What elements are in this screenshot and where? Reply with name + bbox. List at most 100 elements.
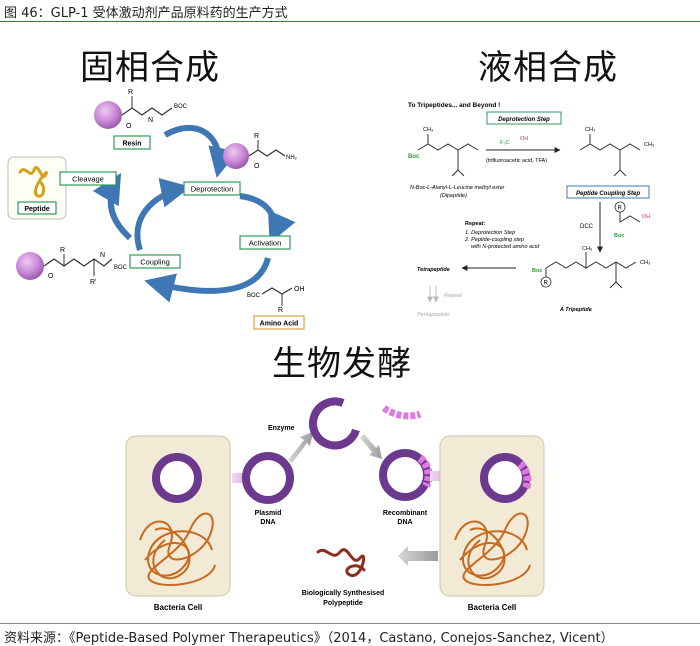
repeat-step-1: 1. Deprotection Step <box>465 230 515 236</box>
title-divider <box>0 21 700 22</box>
amino-r: R <box>278 307 283 314</box>
dipeptide-name: N-Boc-L-Alanyl-L-Leucine methyl ester <box>410 185 506 191</box>
recombinant-in-cell <box>480 453 530 503</box>
deprotected-ester-ch3: CH₃ <box>644 142 654 148</box>
repeat-gray-label: Repeat <box>444 293 462 299</box>
dipeptide-r-prime: R' <box>90 279 96 286</box>
bacteria-cell-left-label: Bacteria Cell <box>154 603 202 612</box>
deprotection-label: Deprotection <box>191 185 234 194</box>
tripeptide-r: R <box>544 281 549 287</box>
bacteria-cell-right-label: Bacteria Cell <box>468 603 516 612</box>
peptide-squiggle <box>18 166 48 198</box>
pentapeptide-label: Pentapeptide <box>417 312 449 318</box>
dipeptide-ch3: CH₃ <box>423 127 433 133</box>
source-note: 资料来源：《Peptide-Based Polymer Therapeutics… <box>4 631 614 646</box>
tetrapeptide-label: Tetrapeptide <box>417 267 450 273</box>
recombinant-label-1: Recombinant <box>383 510 428 517</box>
tripeptide-boc: Boc <box>532 268 542 274</box>
cycle-arrow-left <box>92 172 133 241</box>
polypeptide-label-1: Biologically Synthesised <box>302 590 384 597</box>
tripeptide-ester-ch3: CH₃ <box>640 260 650 266</box>
cycle-arrow-center <box>134 178 191 251</box>
polypeptide-label-2: Polypeptide <box>323 600 363 607</box>
tripeptide-label: A Tripeptide <box>559 307 592 313</box>
recombinant-insert <box>417 454 433 488</box>
tfa-cf3: F₃C <box>500 140 510 146</box>
dipeptide-tag: (Dipeptide) <box>440 193 467 199</box>
recombinant-label-2: DNA <box>397 519 412 526</box>
amino-boc: BOC <box>247 293 261 299</box>
plasmid-label-2: DNA <box>260 519 275 526</box>
liquid-intro: To Tripeptides... and Beyond ! <box>408 102 500 109</box>
liquid-phase-heading: 液相合成 <box>478 48 618 88</box>
cut-plasmid <box>308 397 360 450</box>
dipeptide-bead <box>16 252 44 280</box>
activation-box <box>239 235 291 250</box>
dipeptide-n: N <box>100 252 105 259</box>
amino-acid-label: Amino Acid <box>260 321 299 328</box>
plasmid-label-1: Plasmid <box>255 510 282 517</box>
protein-tangle-left <box>139 512 216 586</box>
arrow-to-enzyme <box>288 432 313 463</box>
fermentation-heading: 生物发酵 <box>272 344 412 384</box>
dipeptide-o: O <box>48 273 54 280</box>
cleavage-label: Cleavage <box>72 175 104 184</box>
deprotected-o: O <box>254 163 260 170</box>
fermentation-diagram: Bacteria Cell Plasmid DNA Enzyme Recombi… <box>125 397 545 612</box>
coupling-box <box>129 254 181 269</box>
dipeptide-boc-label: Boc <box>408 154 420 160</box>
aa-oh: OH <box>642 214 650 220</box>
solid-phase-diagram: R O N BOC Resin R O NH₂ Peptide Cleavage… <box>7 89 305 330</box>
coupling-step-label: Peptide Coupling Step <box>576 191 640 197</box>
dcc-label: DCC <box>580 224 594 230</box>
coupling-step-box <box>566 185 650 199</box>
deprotected-nh2: NH₂ <box>286 155 298 161</box>
amino-acid-box <box>253 315 305 330</box>
solid-phase-heading: 固相合成 <box>80 48 220 88</box>
resin-chain <box>121 107 173 116</box>
resin-r: R <box>128 89 133 96</box>
repeat-step-3: with N-protected amino acid <box>471 244 540 250</box>
tfa-oh: OH <box>520 136 528 142</box>
peptide-label: Peptide <box>24 206 49 213</box>
protein-tangle-right <box>454 512 531 586</box>
enzyme-label: Enzyme <box>268 425 295 432</box>
source-divider <box>0 623 700 624</box>
resin-boc: BOC <box>174 104 188 110</box>
plasmid-left-cell <box>152 453 202 503</box>
dipeptide-boc: BOC <box>114 265 128 271</box>
deprotected-r: R <box>254 133 259 140</box>
arrow-to-recombinant <box>360 434 382 459</box>
resin-o: O <box>126 123 132 130</box>
coupling-label: Coupling <box>140 258 170 267</box>
cleavage-box <box>59 171 117 186</box>
liquid-phase-diagram: To Tripeptides... and Beyond ! Deprotect… <box>408 102 654 318</box>
amino-oh: OH <box>294 286 305 293</box>
recombinant-dna <box>379 449 431 501</box>
repeat-step-2: 2. Peptide-coupling step <box>464 237 524 243</box>
bacteria-cell-left <box>125 435 231 597</box>
aa-r: R <box>618 206 623 212</box>
cycle-arrow-right <box>239 193 296 244</box>
activation-label: Activation <box>249 239 282 248</box>
repeat-title: Repeat: <box>465 221 485 227</box>
dipeptide-r: R <box>60 247 65 254</box>
tfa-reagent: (trifluoroacetic acid, TFA) <box>486 158 547 164</box>
peptide-label-box <box>17 201 57 215</box>
synthesised-polypeptide <box>316 548 366 577</box>
deprotection-box <box>183 181 241 196</box>
resin-bead <box>94 101 122 129</box>
cycle-arrow-top <box>163 124 238 178</box>
deprotected-bead <box>223 143 249 169</box>
tripeptide-ch3: CH₃ <box>582 246 592 252</box>
figure-title: 图 46：GLP-1 受体激动剂产品原料药的生产方式 <box>4 6 288 21</box>
deprotection-step-label: Deprotection Step <box>498 117 550 123</box>
resin-box <box>113 135 151 150</box>
deprotection-step-box <box>486 111 562 125</box>
gene-insert <box>381 405 422 420</box>
deprotected-ch3: CH₃ <box>585 127 595 133</box>
plasmid-dna <box>242 452 294 504</box>
resin-label: Resin <box>122 141 141 148</box>
aa-boc: Boc <box>614 233 624 239</box>
